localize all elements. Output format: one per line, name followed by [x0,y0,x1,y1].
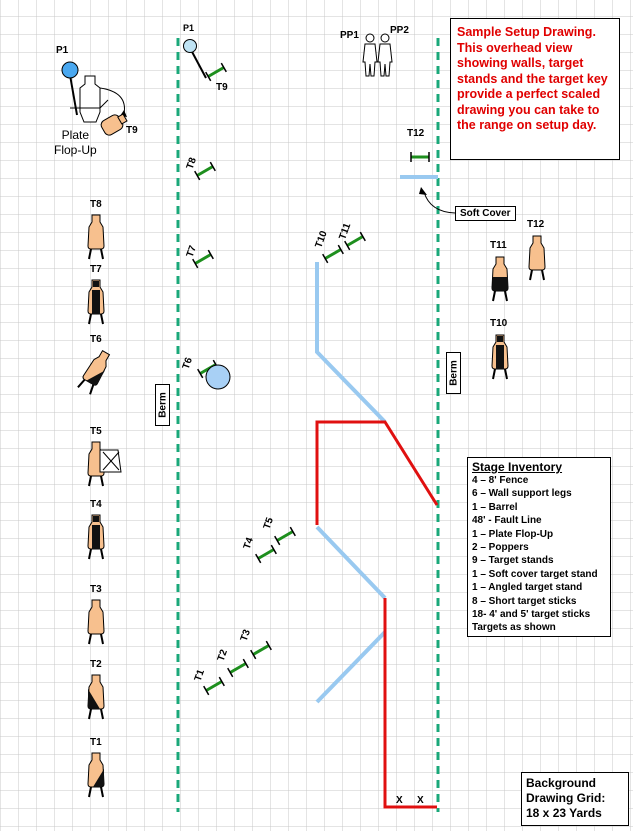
stand-t12 [410,152,430,162]
key-label-t4: T4 [90,499,102,510]
no-shoot-pp2 [377,33,393,77]
field-popper-p1 [183,39,207,79]
right-target-t12 [528,235,546,281]
plate-flop-up-key [61,61,128,136]
inventory-item: 9 – Target stands [472,555,554,567]
right-label-t12: T12 [527,219,545,230]
stand-t10 [322,244,344,264]
key-target-t5 [87,441,122,487]
t9-field-label: T9 [216,82,228,93]
inventory-item: 4 – 8' Fence [472,475,529,486]
key-label-t8: T8 [90,199,102,210]
stand-t5 [274,526,296,546]
pp2-label: PP2 [390,25,409,36]
key-target-t3 [87,599,105,645]
stand-t3 [250,640,272,660]
soft-cover-arrow [423,191,456,214]
inventory-item: 8 – Short target sticks [472,595,577,607]
barrel [205,364,231,390]
no-shoot-targets [362,33,393,77]
key-label-t5: T5 [90,426,102,437]
berm-left-text: Berm [157,392,168,418]
right-label-t10: T10 [490,318,508,329]
p1-key-label: P1 [56,45,69,56]
key-target-t2 [87,674,105,720]
t12-field-label: T12 [407,128,425,139]
stand-t8 [194,161,216,181]
key-target-t1 [87,752,105,798]
plate-outline [79,75,101,123]
setup-note: Sample Setup Drawing. This overhead view… [450,18,620,160]
t9-key-label: T9 [126,125,138,136]
inventory-item: 1 – Plate Flop-Up [472,528,554,540]
right-target-t10 [491,334,509,380]
key-target-t8 [87,214,105,260]
right-targets [491,235,546,380]
inventory-item: 1 – Soft cover target stand [472,568,598,580]
wall-lower [315,630,387,704]
grid-note-line2: Drawing Grid: [526,791,606,805]
stand-t1 [203,676,225,696]
wall-upper [315,262,387,424]
key-target-t4 [87,514,105,560]
inventory-item: 18- 4' and 5' target sticks [472,609,591,621]
inventory-item: 1 – Angled target stand [472,582,583,594]
key-target-t7 [87,279,105,325]
stage-inventory: Stage Inventory 4 – 8' Fence 6 – Wall sup… [467,457,611,637]
popper-p1-key [61,61,79,79]
key-label-t6: T6 [90,334,102,345]
plate-flop-up-label: Plate Flop-Up [54,128,97,158]
key-label-t7: T7 [90,264,102,275]
stand-t4 [255,544,277,564]
inventory-item: 2 – Poppers [472,542,529,554]
target-key [77,214,122,798]
stand-t7 [192,249,214,269]
inventory-title: Stage Inventory [472,460,563,474]
berm-right-text: Berm [448,360,459,386]
field-popper-stick [189,47,207,79]
grid-note-line3: 18 x 23 Yards [526,806,602,820]
grid-note-line1: Background [526,776,597,790]
flop-arrow [99,87,125,115]
x-mark-1: X [396,795,403,806]
key-label-t1: T1 [90,737,102,748]
key-label-t3: T3 [90,584,102,595]
berm-left-label: Berm [155,384,170,426]
key-target-t6 [77,349,111,395]
key-label-t2: T2 [90,659,102,670]
inventory-item: 6 – Wall support legs [472,488,572,500]
p1-field-label: P1 [183,23,195,33]
fault-line-upper [315,420,439,525]
plate-label-line1: Plate [61,128,90,142]
soft-cover-label: Soft Cover [455,206,516,221]
no-shoot-pp1 [362,33,378,77]
fault-line-lower [383,598,437,809]
inventory-item: Targets as shown [472,622,556,634]
soft-cover-arrowhead [419,187,427,195]
plate-label-line2: Flop-Up [54,143,97,157]
inventory-item: 1 – Barrel [472,501,518,513]
right-label-t11: T11 [490,240,507,251]
x-mark-2: X [417,795,424,806]
field-popper [183,39,197,53]
grid-note: Background Drawing Grid: 18 x 23 Yards [521,772,629,826]
right-target-t11 [491,256,509,302]
stand-t9 [205,62,227,82]
stand-t2 [227,658,249,678]
plate-fallen-outline [70,99,109,109]
stand-t11 [344,231,366,251]
inventory-item: 48' - Fault Line [472,515,542,527]
berm-right-label: Berm [446,352,461,394]
pp1-label: PP1 [340,30,359,41]
wall-middle [315,525,387,600]
